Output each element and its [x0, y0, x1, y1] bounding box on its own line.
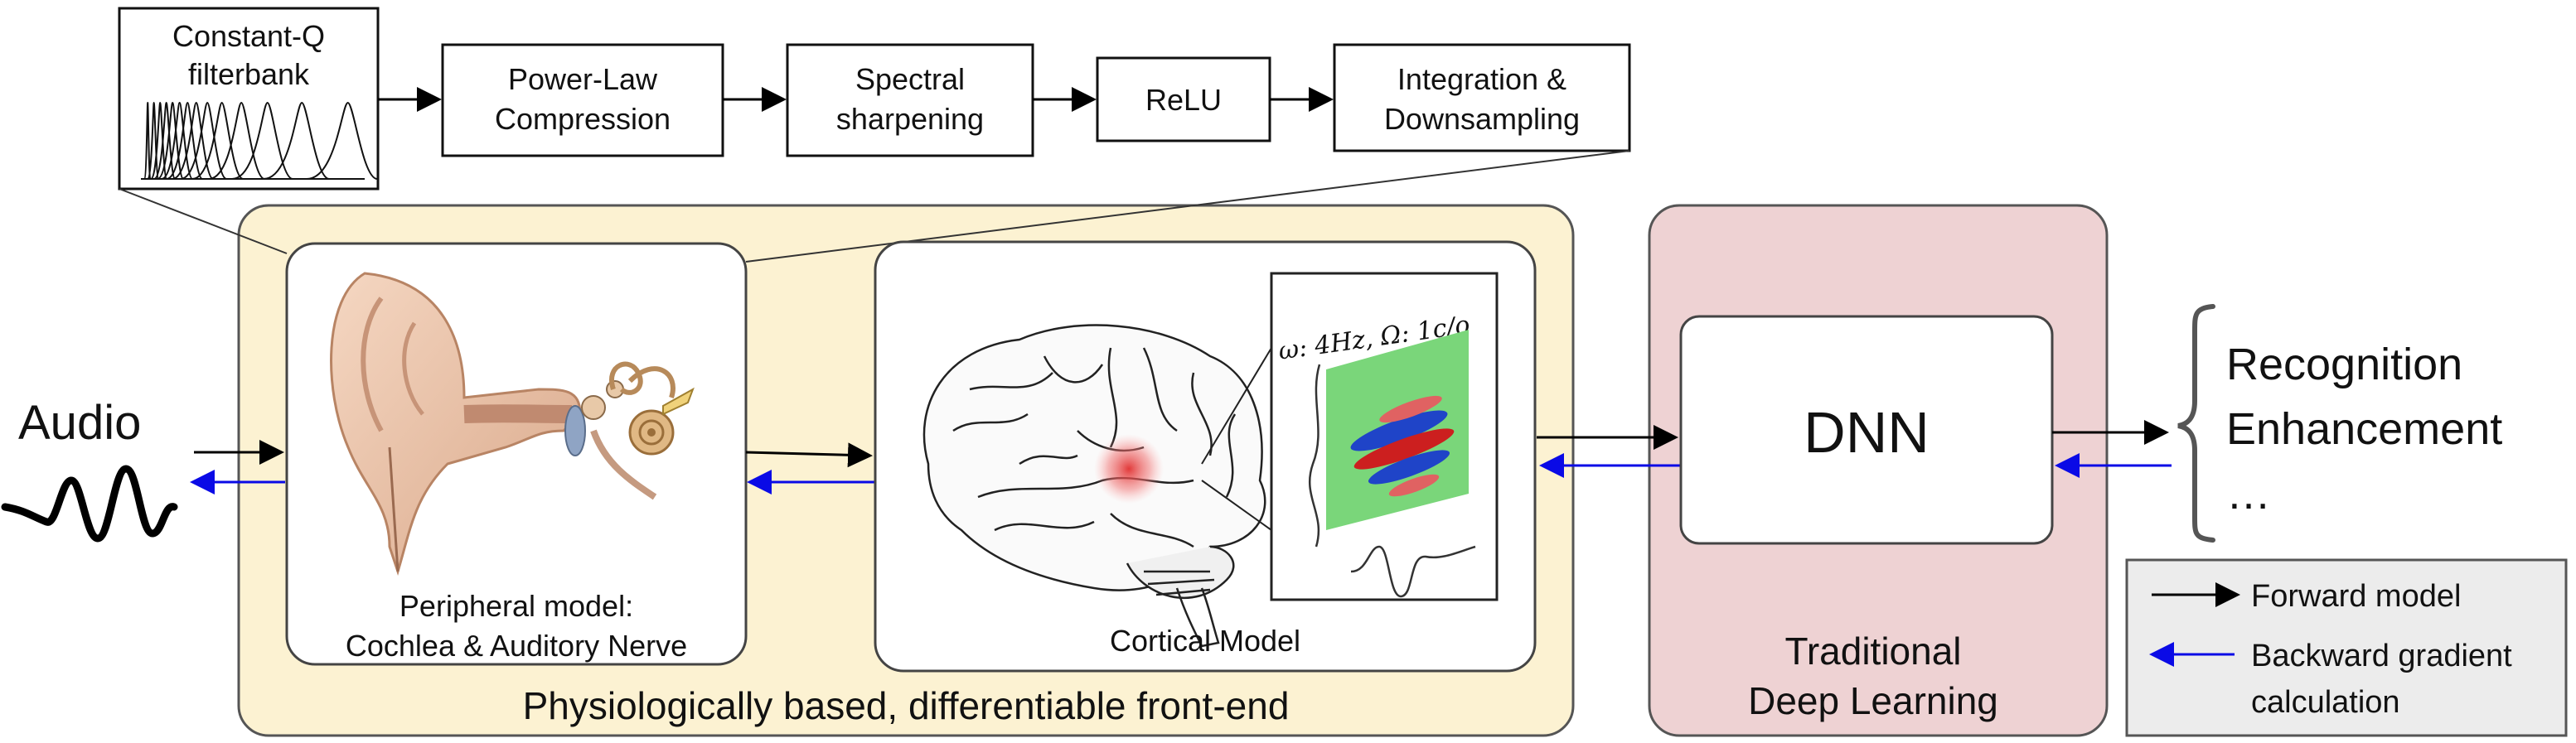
- filter-curve: [180, 101, 227, 180]
- integration-box: Integration & Downsampling: [1333, 43, 1631, 152]
- traditional-caption-1: Traditional: [1784, 630, 1961, 673]
- filter-curve: [150, 101, 168, 180]
- filter-curve: [143, 101, 152, 180]
- filter-response-curves: [141, 101, 378, 180]
- callout-line-top: [1201, 347, 1272, 465]
- filter-curve: [306, 101, 378, 180]
- peripheral-caption-1: Peripheral model:: [399, 589, 633, 623]
- ear-icon: [330, 272, 695, 576]
- task-ellipsis: …: [2226, 469, 2271, 519]
- relu-label: ReLU: [1145, 83, 1222, 117]
- power-law-label-1: Power-Law: [508, 62, 658, 96]
- integration-label-2: Downsampling: [1384, 102, 1580, 136]
- filter-curve: [208, 101, 265, 180]
- cortical-model-box: ω: 4Hz, Ω: 1c/o Cortical Model: [874, 240, 1537, 673]
- traditional-caption-2: Deep Learning: [1748, 679, 1998, 722]
- tasks-brace: [2177, 304, 2215, 543]
- filter-curve: [161, 101, 194, 180]
- spectral-profile-curve: [1308, 364, 1321, 548]
- peripheral-caption-2: Cochlea & Auditory Nerve: [346, 629, 687, 663]
- legend: Forward model Backward gradient calculat…: [2125, 558, 2568, 737]
- spectral-label-2: sharpening: [836, 102, 984, 136]
- spectral-sharpening-box: Spectral sharpening: [786, 43, 1034, 157]
- filterbank-label-2: filterbank: [188, 57, 310, 91]
- task-recognition: Recognition: [2226, 340, 2462, 389]
- audio-waveform-icon: [1, 465, 178, 543]
- strf-pattern: [1350, 395, 1455, 497]
- power-law-label-2: Compression: [495, 102, 671, 136]
- task-enhancement: Enhancement: [2226, 404, 2502, 454]
- filter-curve: [263, 101, 330, 180]
- filter-curve: [166, 101, 204, 180]
- legend-backward-label-1: Backward gradient: [2251, 639, 2512, 673]
- filter-curve: [191, 101, 244, 180]
- frontend-caption: Physiologically based, differentiable fr…: [523, 684, 1290, 727]
- zoom-line-left: [119, 188, 288, 254]
- power-law-box: Power-Law Compression: [441, 43, 724, 157]
- filter-curve: [157, 101, 185, 180]
- legend-forward-label: Forward model: [2251, 579, 2461, 614]
- integration-label-1: Integration &: [1397, 62, 1566, 96]
- spectral-label-1: Spectral: [855, 62, 965, 96]
- filter-curve: [147, 101, 160, 180]
- filterbank-label-1: Constant-Q: [172, 19, 325, 53]
- dnn-box: DNN: [1679, 315, 2054, 545]
- filter-curve: [231, 101, 293, 180]
- strf-panel: ω: 4Hz, Ω: 1c/o: [1270, 272, 1499, 601]
- legend-backward-label-2: calculation: [2251, 685, 2400, 720]
- audio-label: Audio: [18, 396, 141, 450]
- callout-line-bottom: [1201, 480, 1272, 531]
- filter-curve: [172, 101, 215, 180]
- activation-hotspot: [1094, 434, 1164, 504]
- dnn-label: DNN: [1804, 400, 1930, 465]
- peripheral-model-box: Peripheral model: Cochlea & Auditory Ner…: [285, 242, 748, 666]
- relu-box: ReLU: [1096, 56, 1271, 142]
- filterbank-box: Constant-Q filterbank: [118, 7, 380, 191]
- cortical-caption: Cortical Model: [1110, 624, 1300, 658]
- peripheral-forward-arrow: [745, 442, 873, 468]
- temporal-profile-curve: [1350, 545, 1476, 598]
